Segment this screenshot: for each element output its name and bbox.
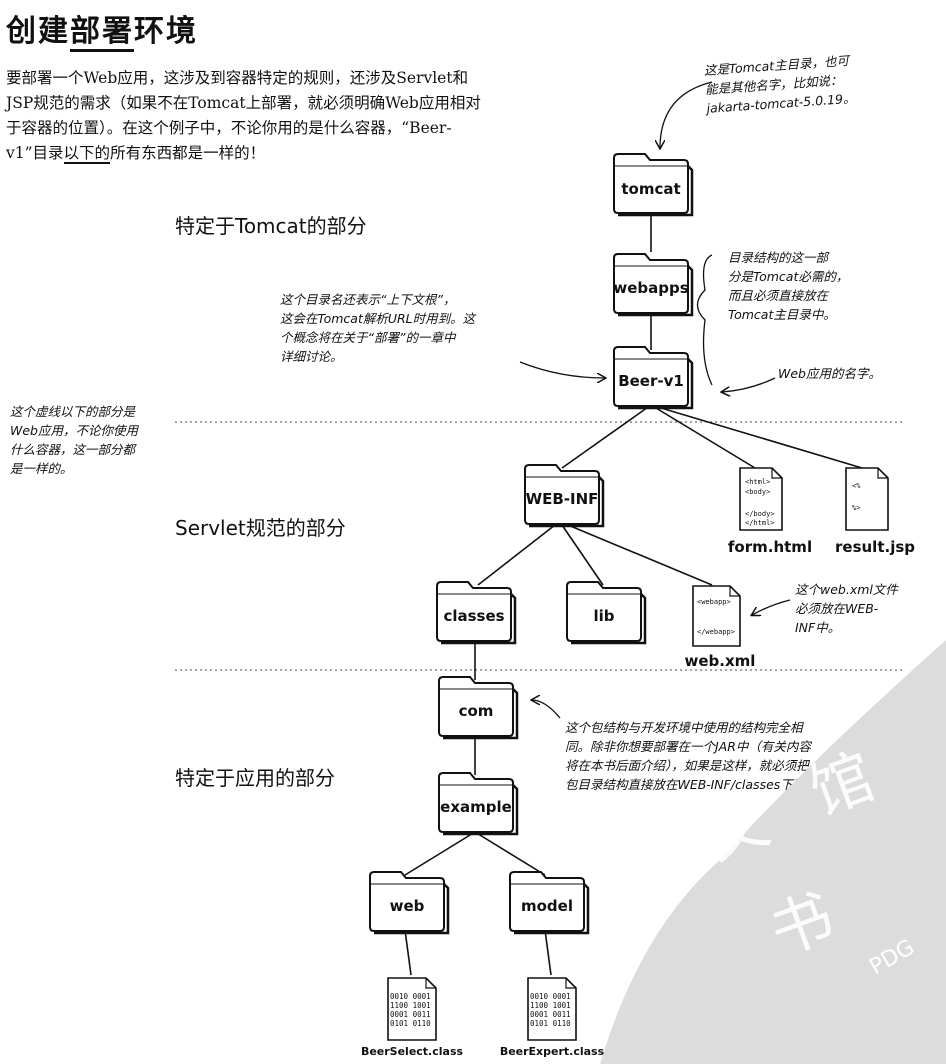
folder-classes-label: classes	[443, 607, 504, 625]
watermark: 文 馆 书 PDG	[600, 640, 946, 1064]
note-package: 这个包结构与开发环境中使用的结构完全相同。除非你想要部署在一个JAR中（有关内容…	[565, 720, 818, 792]
tree-connectors	[404, 212, 863, 976]
folder-example[interactable]: example	[438, 772, 519, 836]
intro-line: v1”目录以下的所有东西都是一样的！	[6, 144, 266, 164]
page-title: 创建部署环境	[6, 6, 198, 52]
section-servlet: Servlet规范的部分	[175, 516, 346, 540]
file-result-jsp[interactable]: <% %> result.jsp	[835, 467, 915, 556]
folder-model[interactable]: model	[509, 871, 590, 935]
folder-com-label: com	[459, 702, 494, 720]
svg-text:<body>: <body>	[745, 488, 770, 496]
folder-lib-label: lib	[593, 607, 614, 625]
file-result-jsp-label: result.jsp	[835, 538, 915, 556]
section-tomcat: 特定于Tomcat的部分	[175, 214, 367, 238]
folder-com[interactable]: com	[438, 676, 519, 740]
svg-text:0101 0110: 0101 0110	[390, 1019, 431, 1028]
svg-text:0101 0110: 0101 0110	[530, 1019, 571, 1028]
folder-webapps[interactable]: webapps	[613, 253, 694, 317]
folder-tomcat[interactable]: tomcat	[613, 153, 694, 217]
intro-paragraph: 要部署一个Web应用，这涉及到容器特定的规则，还涉及Servlet和 JSP规范…	[6, 66, 582, 166]
file-beerselect-class-label: BeerSelect.class	[361, 1045, 464, 1058]
folder-web[interactable]: web	[369, 871, 450, 935]
intro-line: 于容器的位置）。在这个例子中，不论你用的是什么容器，“Beer-	[6, 119, 452, 137]
svg-text:%>: %>	[852, 504, 860, 512]
folder-model-label: model	[521, 897, 573, 915]
file-beerexpert-class-label: BeerExpert.class	[500, 1045, 605, 1058]
file-beerexpert-class[interactable]: 0010 0001 1100 1001 0001 0011 0101 0110 …	[500, 977, 605, 1058]
svg-text:</body>: </body>	[745, 510, 775, 518]
folder-beer-v1[interactable]: Beer-v1	[613, 346, 694, 410]
svg-text:<%: <%	[852, 482, 861, 490]
folder-web-inf-label: WEB-INF	[526, 490, 599, 508]
folder-lib[interactable]: lib	[566, 581, 647, 645]
file-beerselect-class[interactable]: 0010 0001 1100 1001 0001 0011 0101 0110 …	[361, 977, 464, 1058]
svg-text:</webapp>: </webapp>	[697, 628, 735, 636]
file-web-xml[interactable]: <webapp> </webapp> web.xml	[685, 585, 756, 670]
svg-text:0001 0011: 0001 0011	[530, 1010, 571, 1019]
folder-beer-v1-label: Beer-v1	[618, 372, 684, 390]
folder-webapps-label: webapps	[613, 279, 688, 297]
note-context-root: 这个目录名还表示“上下文根”，这会在Tomcat解析URL时用到。这个概念将在关…	[280, 292, 476, 364]
folder-web-inf[interactable]: WEB-INF	[524, 464, 605, 528]
note-webxml: 这个web.xml文件必须放在WEB-INF中。	[795, 582, 898, 635]
svg-text:0001 0011: 0001 0011	[390, 1010, 431, 1019]
svg-text:<webapp>: <webapp>	[697, 598, 731, 606]
intro-line: JSP规范的需求（如果不在Tomcat上部署，就必须明确Web应用相对	[6, 94, 481, 112]
file-web-xml-label: web.xml	[685, 652, 756, 670]
note-webapp-name: Web应用的名字。	[778, 366, 881, 381]
svg-text:1100 1001: 1100 1001	[530, 1001, 571, 1010]
svg-text:0010 0001: 0010 0001	[390, 992, 431, 1001]
intro-line: 要部署一个Web应用，这涉及到容器特定的规则，还涉及Servlet和	[6, 69, 469, 87]
annotation-arrows	[519, 81, 791, 719]
folder-classes[interactable]: classes	[436, 581, 517, 645]
folder-example-label: example	[440, 798, 512, 816]
svg-text:<html>: <html>	[745, 478, 770, 486]
folder-tomcat-label: tomcat	[621, 180, 680, 198]
svg-text:</html>: </html>	[745, 519, 775, 527]
folder-web-label: web	[390, 897, 425, 915]
file-form-html[interactable]: <html> <body> </body> </html> form.html	[728, 467, 812, 556]
file-form-html-label: form.html	[728, 538, 812, 556]
section-app: 特定于应用的部分	[175, 766, 335, 790]
svg-text:0010 0001: 0010 0001	[530, 992, 571, 1001]
svg-text:1100 1001: 1100 1001	[390, 1001, 431, 1010]
